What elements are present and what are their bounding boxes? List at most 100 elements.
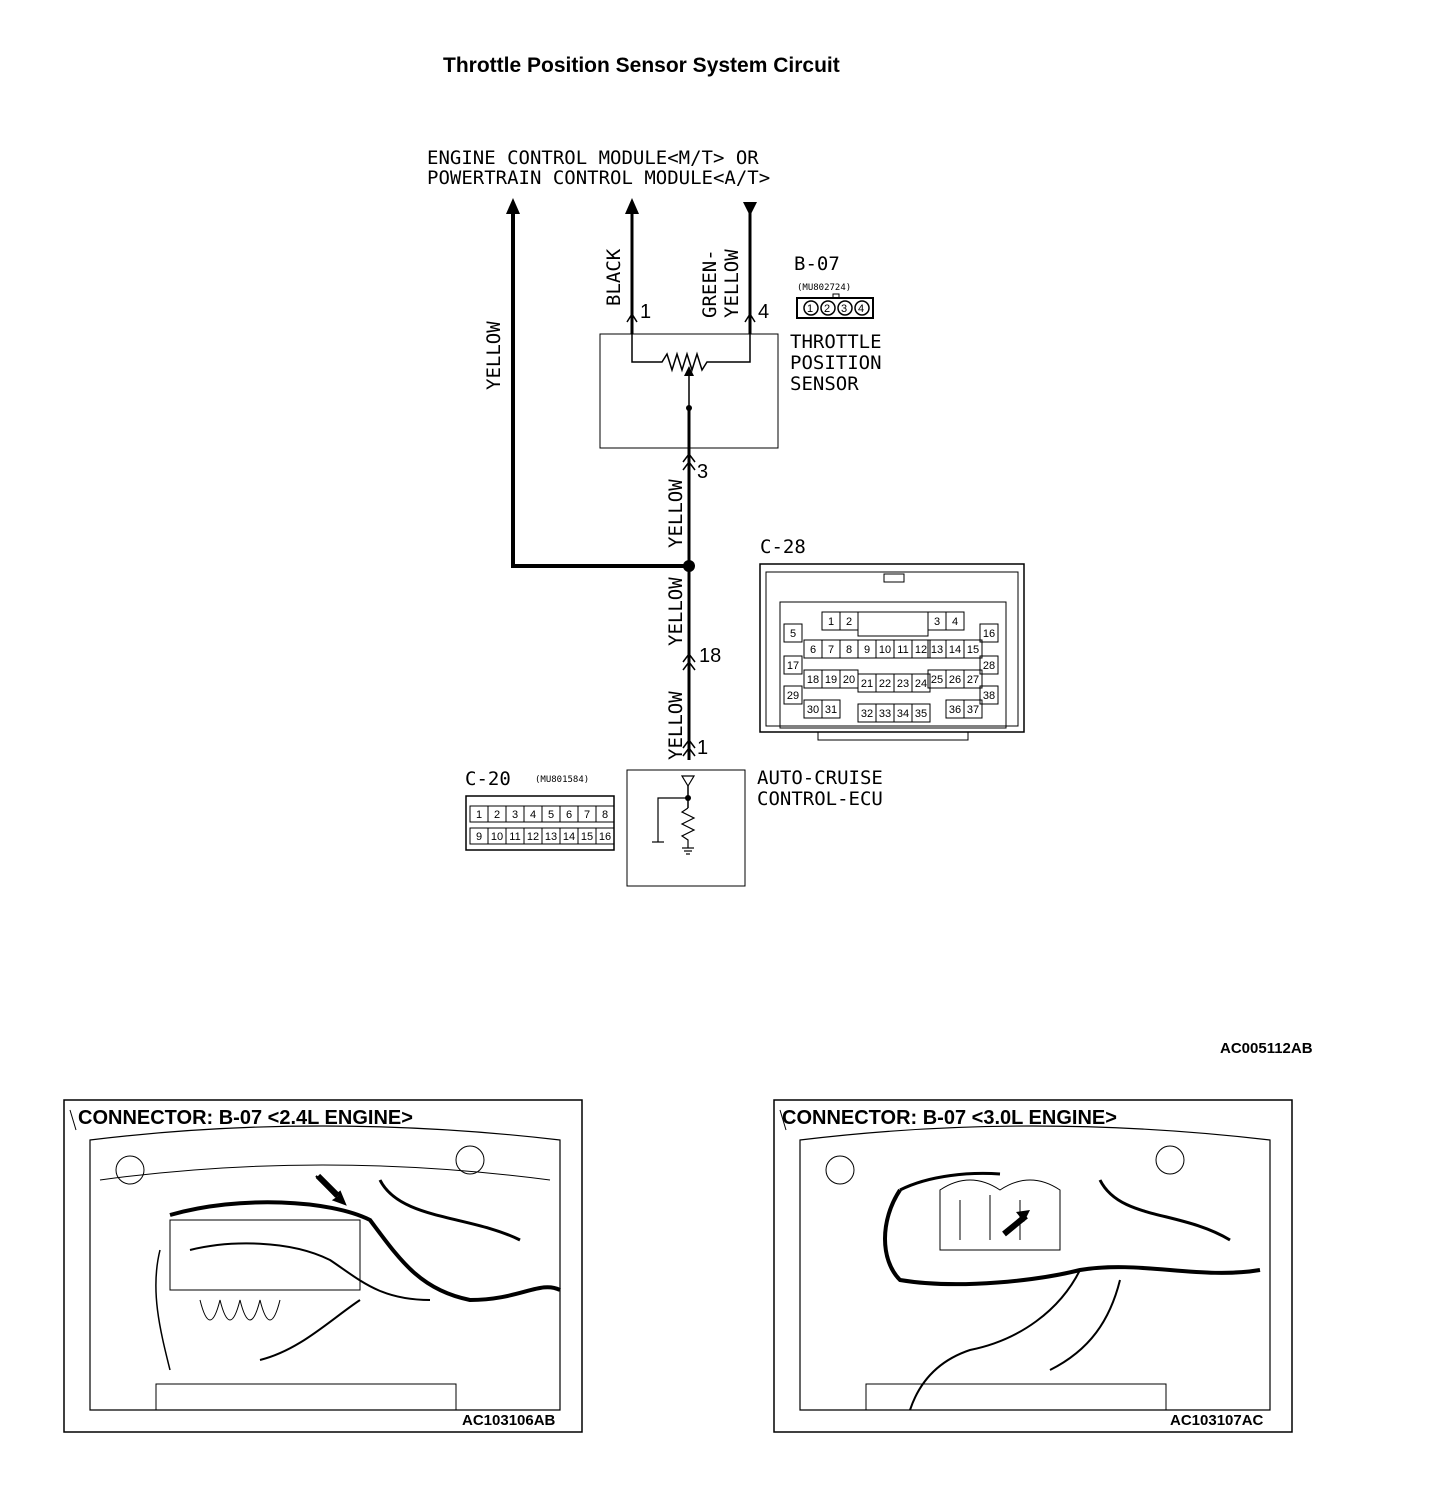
b07-cell-1: 1 [807,303,813,315]
c28-cell-17-box [783,655,803,675]
wire-yellow-center [682,408,696,760]
wire-label-yellow-left: YELLOW [483,321,505,390]
b07-name: B-07 [794,253,840,275]
tps-potentiometer [631,334,751,411]
photo-panel-3-0l [773,1099,1293,1433]
wire-label-yellow-b: YELLOW [665,691,687,760]
figure-code: AC005112AB [1220,1040,1313,1057]
c20-cell-3: 3 [512,809,518,821]
wire-label-black: BLACK [603,248,625,306]
photo-1-code: AC103106AB [462,1412,556,1429]
c20-cell-7: 7 [584,809,590,821]
wire-black [625,198,639,334]
c20-cell-12: 12 [527,831,539,843]
c20-cell-4: 4 [530,809,536,821]
c28-cell-16: 16 [983,628,995,640]
c28-cell-9: 9 [864,644,870,656]
pin-tps-1: 1 [640,301,651,323]
c20-cell-10: 10 [491,831,503,843]
wire-label-yellow-a: YELLOW [665,577,687,646]
photo-panel-2-4l [63,1099,583,1433]
c28-cell-3: 3 [934,616,940,628]
c20-cell-5: 5 [548,809,554,821]
c28-cell-16-box [979,623,999,643]
c20-cell-15: 15 [581,831,593,843]
c20-cell-8: 8 [602,809,608,821]
b07-cell-3: 3 [841,303,847,315]
wire-label-green-yellow-2: YELLOW [721,249,743,318]
c28-cell-20: 20 [843,674,855,686]
c28-cell-22: 22 [879,678,891,690]
pin-ecu-1: 1 [697,737,708,759]
c28-cell-28: 28 [983,660,995,672]
photo-2-title: CONNECTOR: B-07 <3.0L ENGINE> [782,1107,1117,1129]
c20-cell-14: 14 [563,831,575,843]
c28-cell-24: 24 [915,678,927,690]
pin-tps-3: 3 [697,461,708,483]
b07-cell-4: 4 [858,303,864,315]
diagram-title: Throttle Position Sensor System Circuit [443,54,840,77]
c28-cell-26: 26 [949,674,961,686]
module-label-line2: POWERTRAIN CONTROL MODULE<A/T> [427,167,770,189]
c28-cell-37: 37 [967,704,979,716]
c28-cell-15-box [963,639,983,659]
c28-cell-2: 2 [846,616,852,628]
c28-cell-37-box [963,699,983,719]
tps-label-2: POSITION [790,352,882,374]
c28-cell-30: 30 [807,704,819,716]
c28-cell-23: 23 [897,678,909,690]
c28-cell-13: 13 [931,644,943,656]
b07-connector [796,293,874,319]
c28-cell-14: 14 [949,644,961,656]
ecu-internal-resistor [652,775,696,855]
c28-cell-12-box [911,639,931,659]
c28-name: C-28 [760,536,806,558]
tps-label-1: THROTTLE [790,331,882,353]
c28-cell-32: 32 [861,708,873,720]
c28-cell-4-box [945,611,965,631]
c28-cell-25: 25 [931,674,943,686]
c20-part: (MU801584) [535,775,589,785]
c28-cell-38-box [979,685,999,705]
pin-tps-4: 4 [758,301,769,323]
c28-cell-29-box [783,685,803,705]
c28-cell-35-box [911,703,931,723]
wire-yellow-left [506,198,689,568]
photo-1-title: CONNECTOR: B-07 <2.4L ENGINE> [78,1107,413,1129]
c28-cell-18: 18 [807,674,819,686]
c28-cell-21: 21 [861,678,873,690]
c20-cell-8-box [595,805,615,823]
c28-cell-34: 34 [897,708,909,720]
ecu-box [626,769,746,887]
ecu-label-2: CONTROL-ECU [757,788,883,810]
c28-cell-31-box [821,699,841,719]
c28-cell-31: 31 [825,704,837,716]
c28-cell-27-box [963,669,983,689]
c28-cell-5: 5 [790,628,796,640]
c28-cell-1: 1 [828,616,834,628]
wire-green-yellow [743,202,757,334]
c28-cell-38: 38 [983,690,995,702]
b07-cell-2: 2 [824,303,830,315]
c20-cell-9: 9 [476,831,482,843]
c28-cell-12: 12 [915,644,927,656]
photo-2-code: AC103107AC [1170,1412,1264,1429]
module-label-line1: ENGINE CONTROL MODULE<M/T> OR [427,147,759,169]
c20-cell-1: 1 [476,809,482,821]
c28-cell-2-box [839,611,859,631]
c28-cell-15: 15 [967,644,979,656]
c28-cell-28-box [979,655,999,675]
c28-cell-24-box [911,673,931,693]
c28-cell-10: 10 [879,644,891,656]
pin-junction-18: 18 [699,645,721,667]
c28-cell-35: 35 [915,708,927,720]
c28-connector [759,563,1025,741]
c28-cell-27: 27 [967,674,979,686]
c20-cell-2: 2 [494,809,500,821]
c28-cell-4: 4 [952,616,958,628]
c28-cell-17: 17 [787,660,799,672]
tps-label-3: SENSOR [790,373,859,395]
wire-label-green-yellow-1: GREEN- [699,249,721,318]
